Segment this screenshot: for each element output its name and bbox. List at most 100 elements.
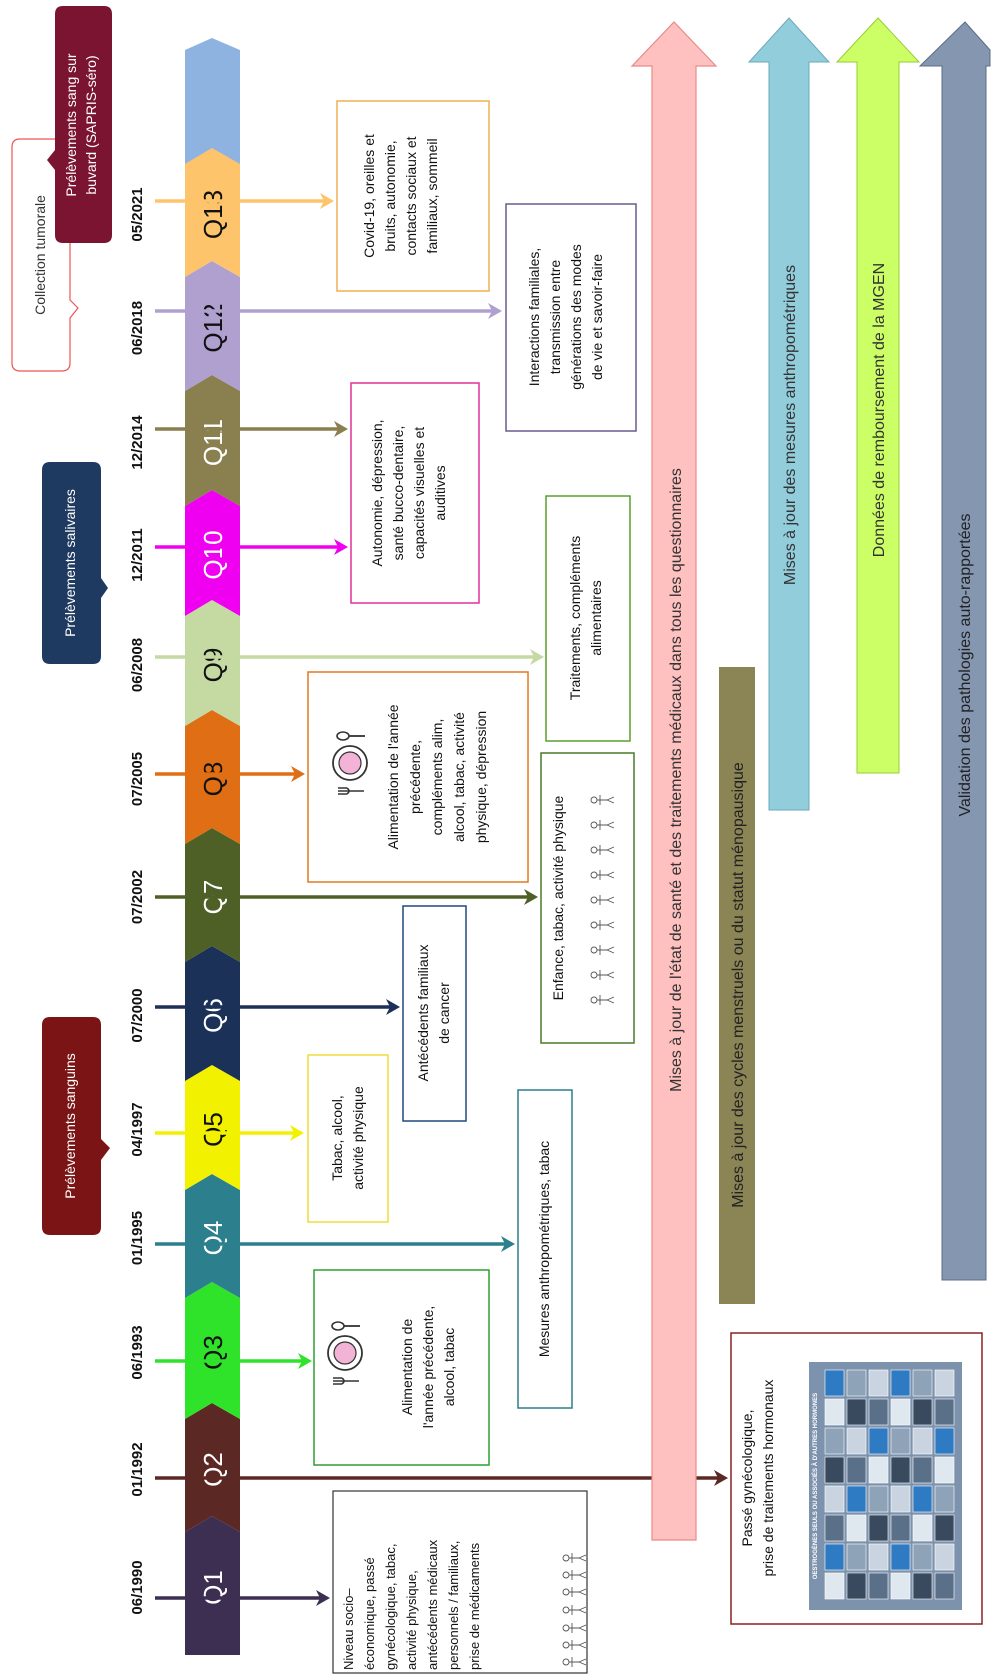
theme-text-q4: Mesures anthropométriques, tabac — [536, 1141, 552, 1357]
chevron-q2 — [185, 1403, 240, 1532]
date-q9: 06/2008 — [129, 638, 146, 692]
update-arrow-anthropo: Mises à jour des mesures anthropométriqu… — [747, 17, 831, 811]
theme-line: Mesures anthropométriques, tabac — [536, 1141, 552, 1357]
theme-line: Tabac, alcool, — [329, 1095, 345, 1181]
connector-q2 — [155, 1470, 728, 1486]
connector-q6 — [155, 999, 400, 1015]
theme-line: antécédents médicaux — [425, 1539, 440, 1670]
date-q11: 12/2014 — [129, 415, 146, 470]
theme-line: physique, dépression — [473, 711, 489, 843]
fork-icon — [333, 1377, 359, 1385]
date-q6: 07/2000 — [129, 988, 146, 1042]
date-q7: 07/2002 — [129, 870, 146, 924]
date-q1: 06/1990 — [129, 1560, 146, 1614]
update-label-anthropo: Mises à jour des mesures anthropométriqu… — [782, 265, 799, 585]
connector-q5 — [155, 1125, 304, 1141]
chevron-q5 — [185, 1065, 240, 1190]
label-q8: Q8 — [198, 762, 228, 797]
callout-sang: Prélèvements sanguins — [42, 1017, 110, 1235]
chevron-q8 — [185, 710, 240, 844]
chevron-q10 — [185, 490, 240, 616]
theme-line: capacités visuelles et — [411, 427, 427, 559]
theme-line: prise de traitements hormonaux — [760, 1380, 776, 1577]
theme-line: activité physique — [350, 1086, 366, 1190]
theme-box-q4: Mesures anthropométriques, tabac — [517, 1089, 573, 1409]
connector-q7 — [155, 889, 538, 905]
theme-box-q8: Alimentation de l'année précédente, complé… — [307, 671, 529, 883]
theme-line: Alimentation de — [399, 1319, 415, 1416]
fork-icon — [338, 787, 364, 795]
update-label-cycles: Mises à jour des cycles menstruels ou du… — [730, 762, 747, 1208]
label-q4: Q4 — [198, 1221, 228, 1256]
hormone-treatment-image: OESTROGÈNES SEULS OU ASSOCIÉS À D'AUTRES… — [809, 1362, 962, 1610]
timeline-tip — [185, 38, 240, 189]
theme-line: alcool, tabac — [441, 1328, 457, 1407]
theme-line: générations des modes — [568, 244, 584, 390]
theme-line: transmission entre — [547, 260, 563, 375]
label-q11: Q11 — [198, 419, 228, 466]
connectors — [155, 193, 728, 1606]
theme-line: Autonomie, dépression, — [369, 419, 385, 566]
theme-box-q2: Passé gynécologique, prise de traitements… — [730, 1332, 983, 1625]
theme-text-q2: Passé gynécologique, prise de traitements… — [739, 1380, 776, 1577]
label-q6: Q6 — [198, 998, 228, 1033]
theme-line: auditives — [432, 465, 448, 520]
theme-box-q11: Autonomie, dépression, santé bucco-dentai… — [350, 382, 480, 604]
connector-q8 — [155, 766, 305, 782]
theme-text-q7: Enfance, tabac, activité physique — [550, 795, 566, 1000]
date-q4: 01/1995 — [129, 1211, 146, 1265]
theme-line: Interactions familiales, — [526, 248, 542, 387]
spoon-icon — [336, 731, 365, 741]
theme-box-q5: Tabac, alcool, activité physique — [307, 1054, 389, 1223]
theme-line: gynécologique, tabac, — [383, 1544, 398, 1670]
chevron-q7 — [185, 828, 240, 962]
theme-text-q5: Tabac, alcool, activité physique — [329, 1086, 366, 1190]
chevron-q6 — [185, 946, 240, 1081]
theme-box-q7: Enfance, tabac, activité physique — [540, 752, 635, 1044]
connector-q4 — [155, 1236, 515, 1252]
connector-q13 — [155, 193, 334, 209]
theme-line: Passé gynécologique, — [739, 1410, 755, 1547]
date-q3: 06/1993 — [129, 1325, 146, 1379]
update-label-health: Mises à jour de l'état de santé et des t… — [668, 468, 685, 1092]
plate-icon-q8 — [332, 731, 368, 795]
theme-line: de vie et savoir-faire — [589, 254, 605, 380]
label-q10: Q10 — [198, 530, 228, 579]
theme-line: alcool, tabac, activité — [451, 712, 467, 842]
theme-line: compléments alim, — [429, 719, 445, 836]
spoon-icon — [331, 1321, 360, 1331]
connector-q1 — [155, 1590, 330, 1606]
theme-line: personnels / familiaux, — [446, 1541, 461, 1670]
connector-q12 — [155, 303, 502, 319]
update-label-mgen: Données de remboursement de la MGEN — [871, 263, 888, 557]
theme-line: santé bucco-dentaire, — [390, 426, 406, 561]
theme-box-q12: Interactions familiales, transmission ent… — [505, 203, 637, 432]
theme-line: précédente, — [407, 740, 423, 814]
theme-line: Alimentation de l'année — [385, 704, 401, 849]
chevron-q3 — [185, 1282, 240, 1419]
chevron-q4 — [185, 1174, 240, 1298]
connector-q10 — [155, 539, 348, 555]
chevron-q12 — [185, 261, 240, 391]
theme-line: prise de médicaments — [467, 1542, 482, 1670]
theme-line: Enfance, tabac, activité physique — [550, 795, 566, 1000]
theme-line: de cancer — [436, 982, 452, 1044]
theme-line: familiaux, sommeil — [424, 138, 440, 253]
theme-text-q12: Interactions familiales, transmission ent… — [526, 244, 605, 390]
theme-text-q11: Autonomie, dépression, santé bucco-dentai… — [369, 419, 448, 566]
chevron-q11 — [185, 375, 240, 506]
update-arrow-mgen: Données de remboursement de la MGEN — [835, 17, 921, 774]
connector-q11 — [155, 421, 348, 437]
theme-line: contacts sociaux et — [403, 136, 419, 255]
date-q13: 05/2021 — [129, 187, 146, 241]
theme-line: activité physique, — [404, 1570, 419, 1670]
date-q12: 06/2018 — [129, 301, 146, 355]
callout-buvard-line1: Prélèvements sang sur — [63, 53, 79, 197]
theme-line: alimentaires — [588, 580, 604, 655]
